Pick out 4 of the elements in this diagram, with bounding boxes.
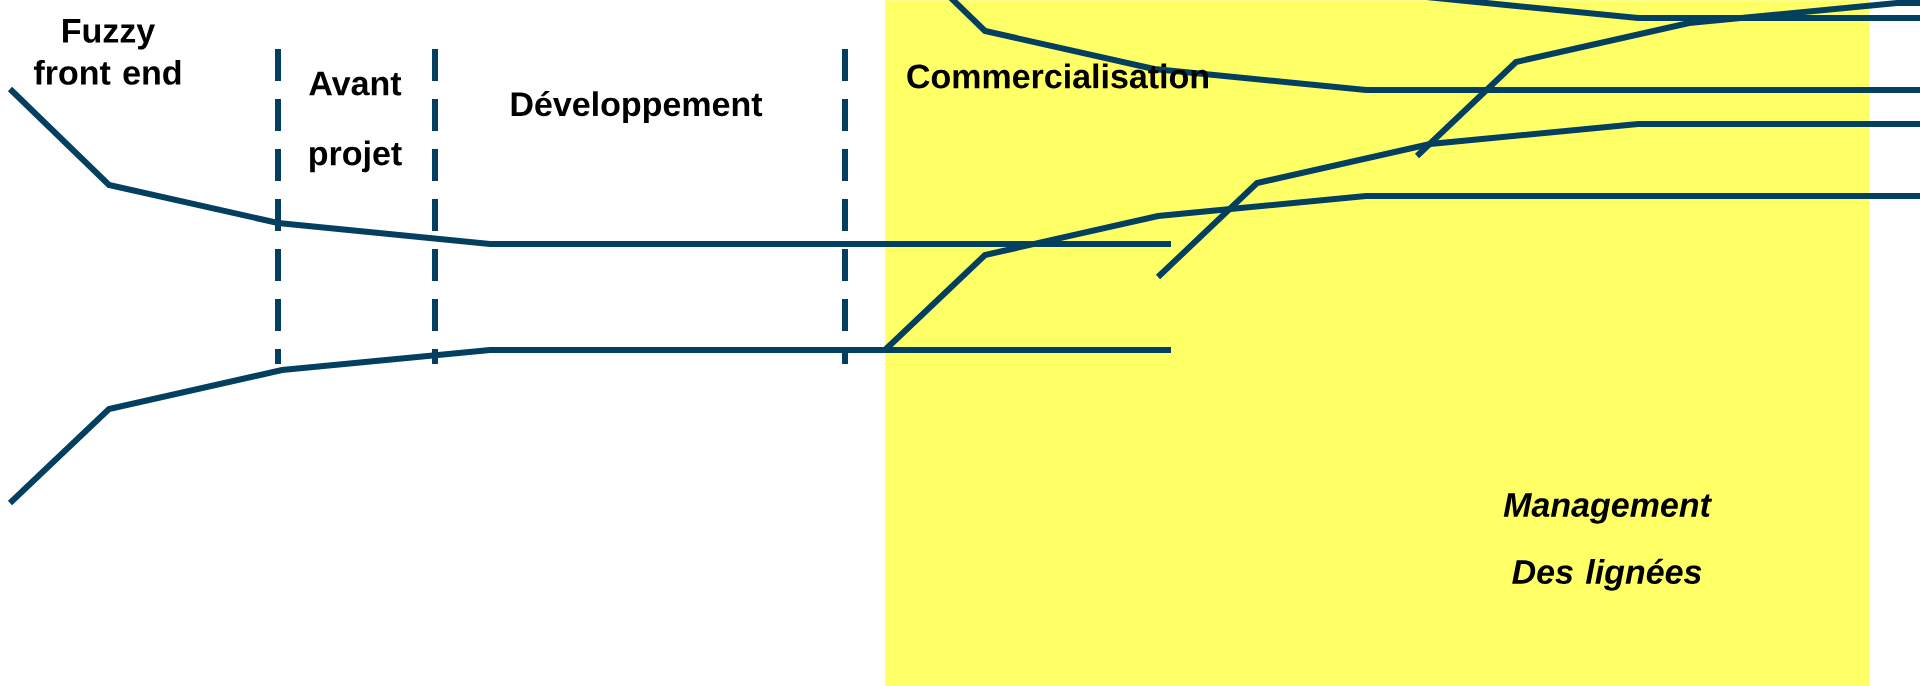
phase-label: Commercialisation <box>907 63 1208 89</box>
phase-label: Développement <box>511 91 763 123</box>
phase-label: Avant projet <box>309 71 402 173</box>
phase-label: Fuzzy front end <box>34 19 181 85</box>
